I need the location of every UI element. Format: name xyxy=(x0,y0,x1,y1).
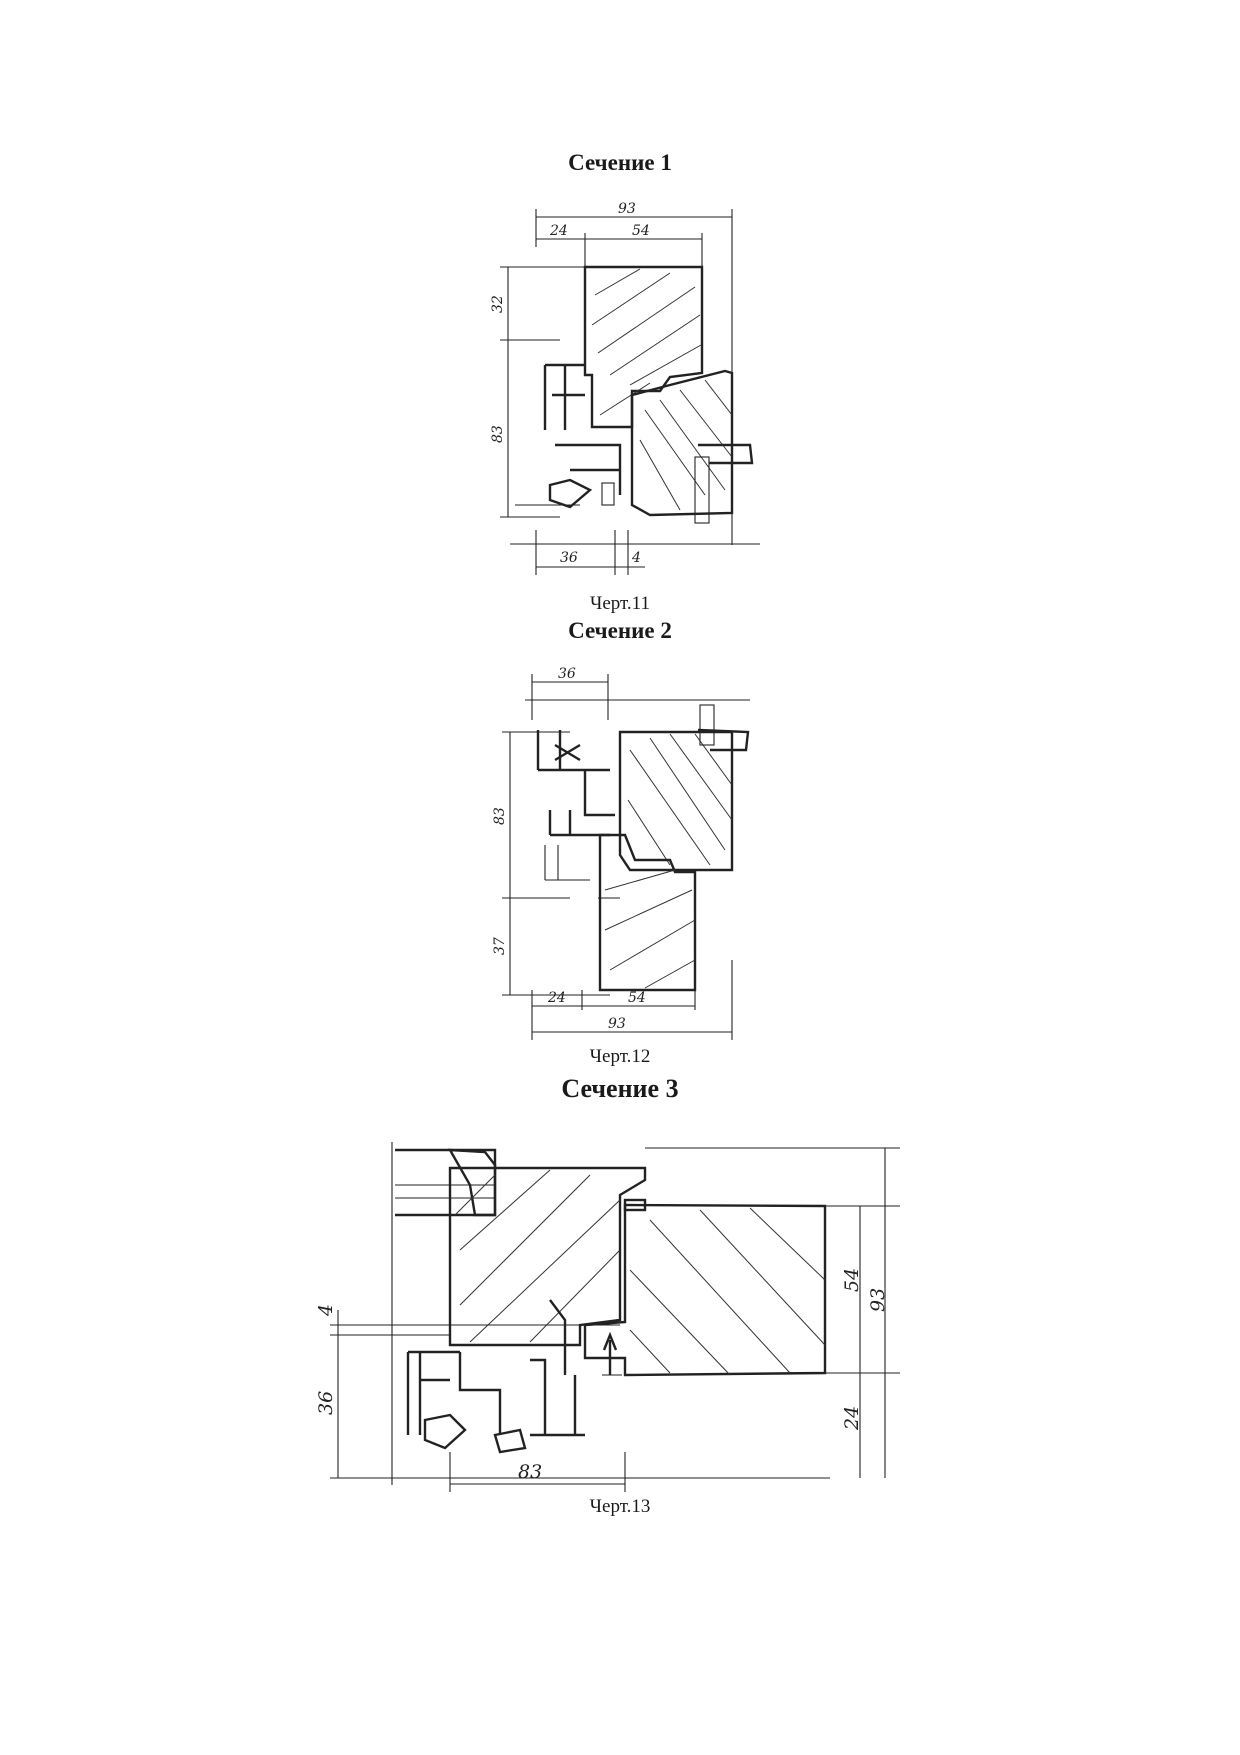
dim-4: 4 xyxy=(631,550,641,566)
dim-32: 32 xyxy=(490,295,506,313)
dim-93: 93 xyxy=(608,1016,626,1032)
dim-24: 24 xyxy=(549,223,568,239)
dim-37: 37 xyxy=(492,937,508,955)
dim-83: 83 xyxy=(490,425,506,443)
dim-24: 24 xyxy=(547,990,566,1006)
dim-54: 54 xyxy=(628,990,646,1006)
dim-83: 83 xyxy=(492,807,508,825)
dim-24: 24 xyxy=(841,1406,863,1431)
section-2-drawing: 36 83 37 24 54 93 xyxy=(492,666,750,1040)
dim-36: 36 xyxy=(558,666,576,682)
dim-93: 93 xyxy=(867,1288,889,1312)
section-3-drawing: 4 36 54 24 93 83 xyxy=(315,1142,900,1492)
dim-36: 36 xyxy=(560,550,578,566)
section-1-title: Сечение 1 xyxy=(568,150,672,175)
section-2-title: Сечение 2 xyxy=(568,618,672,643)
section-3-title: Сечение 3 xyxy=(561,1074,679,1103)
dim-36: 36 xyxy=(315,1391,337,1415)
dim-83: 83 xyxy=(518,1461,542,1483)
figure-caption-13: Черт.13 xyxy=(589,1496,651,1517)
section-1-drawing: 93 24 54 32 83 36 4 xyxy=(490,201,760,575)
dim-54: 54 xyxy=(632,223,650,239)
figure-caption-12: Черт.12 xyxy=(589,1046,651,1067)
figure-caption-11: Черт.11 xyxy=(590,593,650,614)
dim-4: 4 xyxy=(315,1304,337,1317)
dim-93: 93 xyxy=(618,201,636,217)
dim-54: 54 xyxy=(841,1268,863,1292)
